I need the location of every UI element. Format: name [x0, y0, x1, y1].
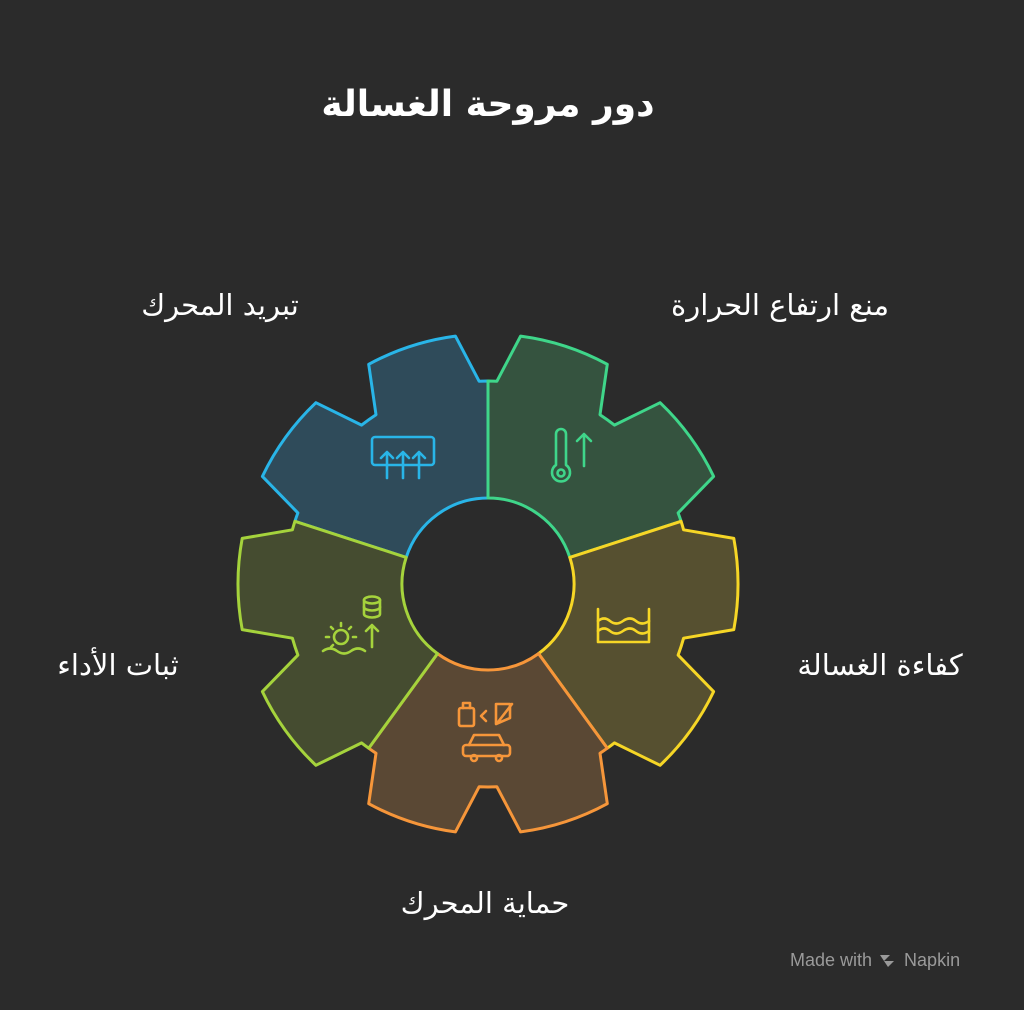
segment-motor-cooling: [260, 334, 490, 559]
made-with-text: Made with: [790, 950, 873, 970]
label-prevent-overheating: منع ارتفاع الحرارة: [671, 288, 889, 322]
cooling-fan-icon: [370, 435, 436, 480]
stable-performance-icon: [321, 595, 382, 655]
label-performance-stability: ثبات الأداء: [57, 648, 179, 682]
car-protection-icon: [457, 701, 514, 763]
segment-prevent-overheating: [486, 334, 716, 559]
water-basin-icon: [596, 607, 651, 644]
napkin-brand-text: Napkin: [904, 950, 961, 970]
label-motor-protection: حماية المحرك: [400, 886, 570, 920]
segment-motor-protection: [367, 652, 609, 834]
footer-credit: Made with Napkin: [790, 950, 960, 971]
label-washer-efficiency: كفاءة الغسالة: [797, 648, 963, 682]
thermometer-up-icon: [550, 427, 593, 483]
napkin-logo-icon: [880, 954, 895, 967]
diagram-title: دور مروحة الغسالة: [321, 84, 655, 125]
label-motor-cooling: تبريد المحرك: [141, 288, 299, 322]
